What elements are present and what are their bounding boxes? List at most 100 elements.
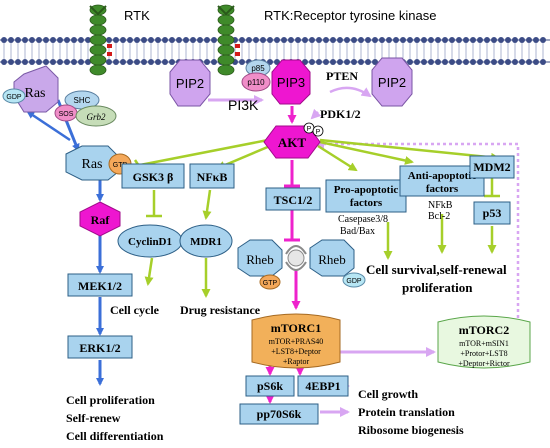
pro-apoptotic-detail1: Casepase3/8: [338, 214, 388, 225]
pro-apoptotic-line2: factors: [350, 197, 383, 209]
rheb-cycle-arrows-icon: [285, 245, 307, 271]
raf-node[interactable]: Raf: [79, 201, 121, 237]
gsk3-node[interactable]: GSK3 β: [121, 163, 185, 189]
nfkb-node[interactable]: NFκB: [189, 163, 235, 189]
grb2-node: Grb2: [75, 105, 117, 127]
4ebp1-node[interactable]: 4EBP1: [297, 375, 349, 397]
mdm2-label: MDM2: [473, 160, 510, 174]
mtorc2-node[interactable]: mTORC2 mTOR+mSIN1 +Protor+LST8 +Deptor+R…: [437, 315, 531, 369]
arrow-ras-recycle: [26, 110, 71, 142]
gtp-rheb-badge: GTP: [259, 274, 281, 290]
mtorc2-line1: mTOR+mSIN1: [459, 339, 509, 348]
pp70s6k-node[interactable]: pp70S6k: [239, 403, 319, 425]
mtorc1-line1: mTOR+PRAS40: [269, 337, 324, 346]
gdp-top-badge: GDP: [2, 88, 26, 104]
cyclind1-node[interactable]: CyclinD1: [117, 224, 183, 258]
mdr1-label: MDR1: [190, 236, 222, 248]
akt-phospho-1: P: [307, 126, 312, 133]
p53-label: p53: [483, 206, 502, 220]
pip2-right-node[interactable]: PIP2: [371, 57, 413, 107]
survival-line1: Cell survival,self-renewal: [366, 262, 507, 277]
drug-resistance-label: Drug resistance: [180, 303, 261, 317]
pip3-node[interactable]: PIP3: [271, 59, 311, 105]
outcome-cell-differentiation: Cell differentiation: [66, 429, 164, 443]
shc-label: SHC: [74, 96, 91, 105]
rheb-right-label: Rheb: [318, 252, 345, 267]
arrow-cyclin-to-cellcycle: [144, 257, 154, 286]
anti-apoptotic-line2: factors: [426, 183, 459, 195]
pro-apoptotic-node[interactable]: Pro-apoptotic factors: [325, 179, 407, 213]
mdm2-node[interactable]: MDM2: [469, 155, 515, 179]
pip3-label: PIP3: [277, 75, 305, 90]
gdp-top-label: GDP: [6, 94, 22, 101]
outcome-self-renew: Self-renew: [66, 411, 121, 425]
gtp-ras-label: GTP: [113, 162, 128, 169]
pdk-label: PDK1/2: [320, 107, 361, 121]
outcome-protein-translation: Protein translation: [358, 405, 455, 419]
arrow-akt-to-mdm2: [319, 138, 500, 162]
sos-node: SOS: [54, 104, 78, 122]
erk-node[interactable]: ERK1/2: [67, 335, 133, 359]
pro-apoptotic-line1: Pro-apoptotic: [334, 184, 399, 196]
p110-node: p110: [241, 72, 271, 92]
rheb-right-node[interactable]: Rheb: [309, 239, 355, 277]
tsc-inhibition: [284, 160, 300, 242]
pten-label: PTEN: [326, 69, 358, 83]
pip2-left-label: PIP2: [176, 76, 204, 91]
mek-node[interactable]: MEK1/2: [67, 273, 133, 297]
pro-apoptotic-detail2: Bad/Bax: [340, 226, 375, 237]
arrow-pdk-to-akt: [310, 108, 322, 120]
mtorc2-line2: +Protor+LST8: [460, 349, 507, 358]
mtorc2-title: mTORC2: [459, 323, 509, 337]
inhibit-akt-gsk3: [139, 138, 269, 167]
gsk3-label: GSK3 β: [133, 170, 174, 184]
tsc-node[interactable]: TSC1/2: [265, 187, 321, 211]
arrow-mtorc2-to-akt: [314, 139, 520, 318]
mek-label: MEK1/2: [78, 279, 122, 293]
cell-membrane: [0, 37, 550, 65]
outcome-cell-proliferation: Cell proliferation: [66, 393, 155, 407]
raf-label: Raf: [91, 213, 111, 227]
pip2-right-label: PIP2: [378, 75, 406, 90]
pi3k-label: PI3K: [228, 97, 259, 113]
anti-apoptotic-line1: Anti-apoptotic: [408, 170, 477, 182]
p85-label: p85: [251, 64, 265, 73]
akt-phospho-icon: P P: [303, 122, 324, 137]
ps6k-label: pS6k: [257, 379, 283, 393]
survival-line2: proliferation: [402, 280, 473, 295]
gdp-rheb-badge: GDP: [342, 272, 366, 288]
outcome-cell-growth: Cell growth: [358, 387, 418, 401]
ps6k-node[interactable]: pS6k: [245, 375, 295, 397]
pip2-left-node[interactable]: PIP2: [169, 59, 211, 107]
p53-node[interactable]: p53: [473, 201, 511, 225]
pp70s6k-label: pp70S6k: [257, 407, 302, 421]
ras-bottom-label: Ras: [82, 157, 103, 172]
akt-label: AKT: [278, 135, 307, 150]
anti-apoptotic-detail2: Bcl-2: [428, 211, 450, 222]
mapk-outcomes: Cell proliferation Self-renew Cell diffe…: [66, 393, 164, 443]
rtk-right-receptor-icon: [217, 4, 240, 76]
mtorc1-node[interactable]: mTORC1 mTOR+PRAS40 +LST8+Deptor +Raptor: [251, 313, 341, 369]
rheb-left-node[interactable]: Rheb: [237, 239, 283, 277]
ras-top-label: Ras: [25, 86, 46, 101]
cyclind1-label: CyclinD1: [128, 236, 172, 248]
tsc-label: TSC1/2: [274, 193, 313, 207]
mtorc1-line3: +Raptor: [283, 357, 310, 366]
arrow-akt-to-antiapoptotic: [319, 140, 414, 165]
ras-bottom-node[interactable]: Ras: [65, 145, 119, 181]
p110-label: p110: [247, 78, 265, 87]
outcome-ribosome-biogenesis: Ribosome biogenesis: [358, 423, 464, 437]
mtorc1-title: mTORC1: [271, 321, 321, 335]
rtk-right-label: RTK:Receptor tyrosine kinase: [264, 8, 436, 23]
nfkb-label: NFκB: [197, 170, 228, 184]
mtorc2-line3: +Deptor+Rictor: [458, 359, 510, 368]
mtorc1-line2: +LST8+Deptor: [271, 347, 321, 356]
anti-apoptotic-node[interactable]: Anti-apoptotic factors: [399, 165, 485, 197]
ras-top-node[interactable]: Ras: [13, 65, 59, 113]
rtk-left-receptor-icon: [89, 4, 112, 76]
mdr1-node[interactable]: MDR1: [179, 224, 233, 258]
anti-apoptotic-detail1: NFkB: [428, 200, 453, 211]
4ebp1-label: 4EBP1: [305, 379, 340, 393]
